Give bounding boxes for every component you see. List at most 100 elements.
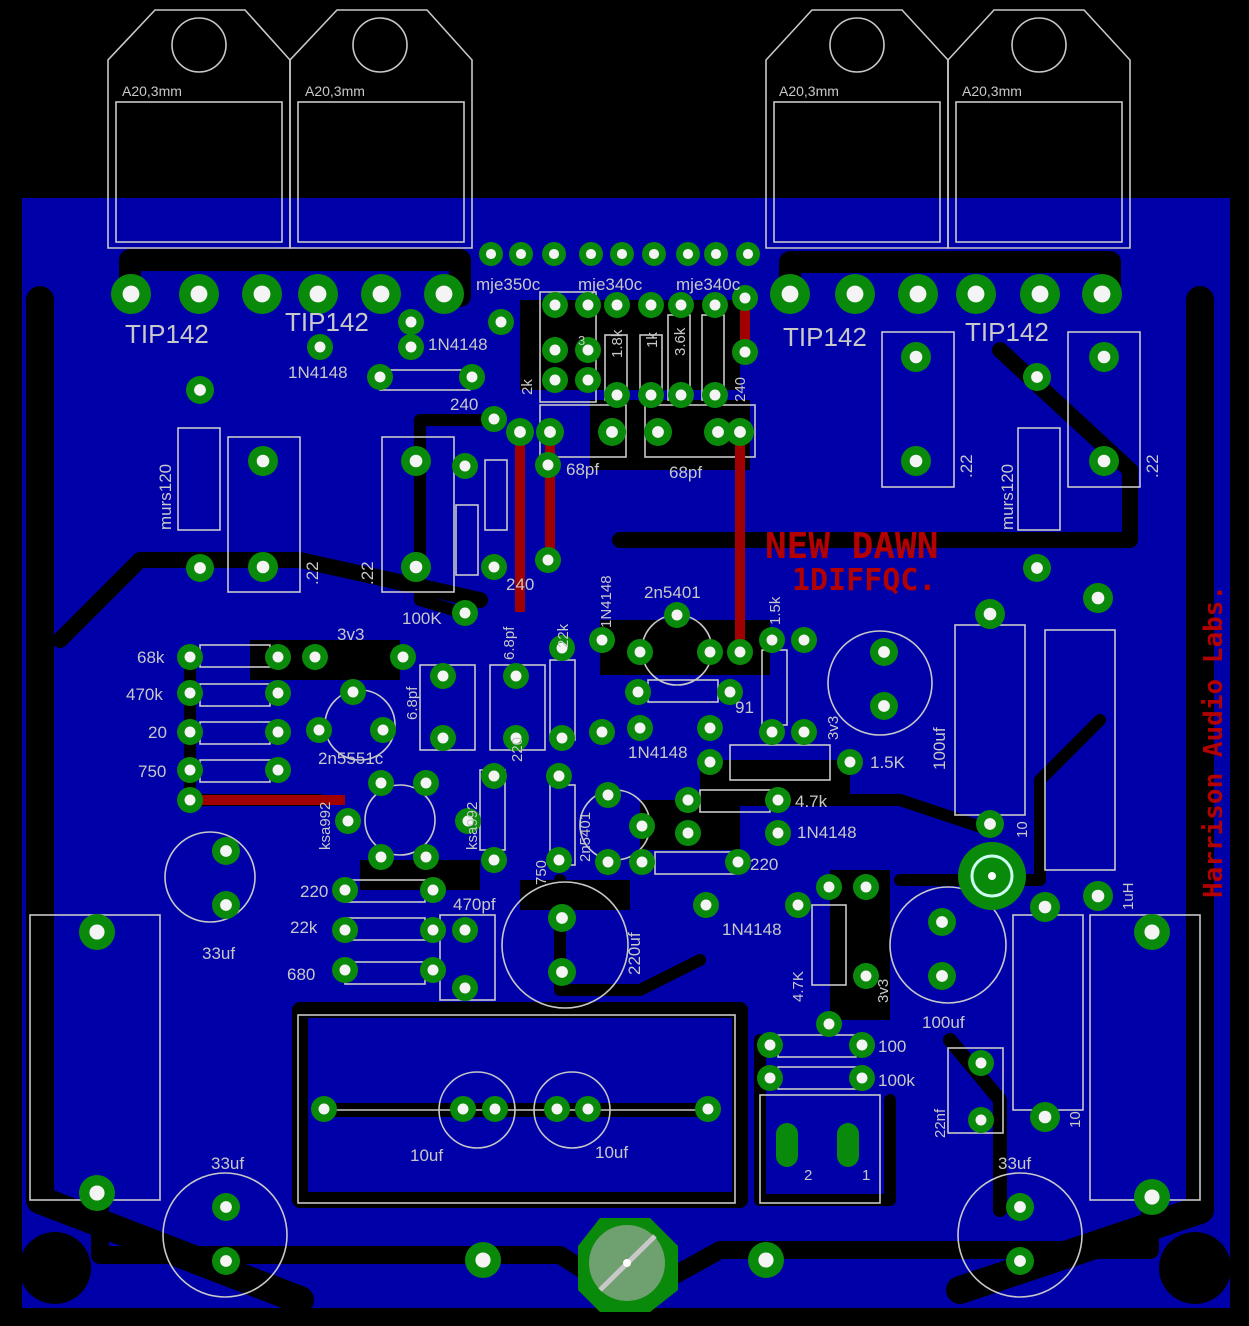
mje340c-label-2: mje340c — [676, 275, 741, 294]
drill-hole — [89, 1185, 105, 1201]
label-33uf-a: 33uf — [202, 944, 235, 963]
drill-hole — [1014, 1201, 1026, 1213]
drill-hole — [582, 344, 594, 356]
drill-hole — [709, 389, 721, 401]
label-10uf-b: 10uf — [595, 1143, 628, 1162]
drill-hole — [648, 248, 660, 260]
drill-hole — [549, 374, 561, 386]
drill-hole — [1038, 900, 1052, 914]
drill-hole — [488, 854, 500, 866]
drill-hole — [682, 248, 694, 260]
drill-hole — [272, 651, 284, 663]
drill-hole — [551, 1103, 563, 1115]
board-title: NEW DAWN — [765, 526, 938, 567]
trimmer-pot — [578, 1218, 678, 1312]
drill-hole — [856, 1039, 868, 1051]
drill-hole — [704, 646, 716, 658]
drill-hole — [194, 562, 206, 574]
drill-hole — [712, 426, 724, 438]
drill-hole — [556, 732, 568, 744]
label-ksa992-b: ksa992 — [464, 802, 481, 850]
drill-hole — [122, 285, 140, 303]
drill-hole — [556, 912, 568, 924]
drill-hole — [549, 299, 561, 311]
drill-hole — [936, 970, 948, 982]
drill-hole — [1093, 285, 1111, 303]
drill-hole — [1031, 371, 1043, 383]
drill-hole — [798, 634, 810, 646]
label-100: 100 — [878, 1037, 906, 1056]
drill-hole — [602, 789, 614, 801]
heatsink-4 — [947, 9, 1131, 249]
drill-hole — [739, 292, 751, 304]
drill-hole — [878, 646, 890, 658]
tip142-label-3: TIP142 — [783, 322, 867, 352]
drill-hole — [184, 651, 196, 663]
drill-hole — [909, 350, 923, 364]
board-subtitle: 1DIFFQC. — [792, 563, 937, 598]
label-1uh: 1uH — [1120, 882, 1137, 910]
drill-hole — [734, 646, 746, 658]
drill-hole — [514, 426, 526, 438]
drill-hole — [253, 285, 271, 303]
drill-hole — [732, 856, 744, 868]
drill-hole — [700, 899, 712, 911]
drill-hole — [488, 770, 500, 782]
drill-hole — [909, 454, 923, 468]
label-1n4148-d: 1N4148 — [628, 743, 688, 762]
drill-hole — [318, 1103, 330, 1115]
terminal-pad — [837, 1123, 859, 1167]
drill-hole — [772, 794, 784, 806]
drill-hole — [636, 856, 648, 868]
label-022-c: .22 — [957, 454, 976, 478]
drill-hole — [936, 916, 948, 928]
label-022-d: .22 — [1143, 454, 1162, 478]
drill-hole — [823, 1018, 835, 1030]
drill-hole — [704, 756, 716, 768]
label-68pf-a: 68pf — [566, 460, 599, 479]
label-470pf: 470pf — [453, 895, 496, 914]
drill-hole — [427, 924, 439, 936]
drill-hole — [909, 285, 927, 303]
label-10uf-a: 10uf — [410, 1146, 443, 1165]
drill-hole — [975, 1057, 987, 1069]
drill-hole — [495, 316, 507, 328]
drill-hole — [1144, 1189, 1160, 1205]
drill-hole — [313, 724, 325, 736]
drill-hole — [758, 1252, 774, 1268]
label-022-a: .22 — [303, 561, 322, 585]
drill-hole — [427, 964, 439, 976]
drill-hole — [582, 374, 594, 386]
drill-hole — [645, 389, 657, 401]
drill-hole — [798, 726, 810, 738]
drill-hole — [1091, 591, 1105, 605]
label-3v3-c: 3v3 — [875, 979, 892, 1003]
drill-hole — [184, 726, 196, 738]
drill-hole — [652, 426, 664, 438]
drill-hole — [457, 1103, 469, 1115]
drill-hole — [427, 884, 439, 896]
drill-hole — [256, 454, 270, 468]
label-3-6k: 3.6k — [672, 327, 689, 356]
drill-hole — [409, 560, 423, 574]
drill-hole — [437, 732, 449, 744]
drill-hole — [766, 634, 778, 646]
label-68pf-b: 68pf — [669, 463, 702, 482]
drill-hole — [636, 820, 648, 832]
label-750-a: 750 — [138, 762, 166, 781]
label-1n4148-f: 1N4148 — [722, 920, 782, 939]
label-33uf-b: 33uf — [211, 1154, 244, 1173]
label-1n4148-c: 1N4148 — [598, 575, 615, 628]
label-10-a: 10 — [1014, 821, 1031, 838]
label-470k: 470k — [126, 685, 163, 704]
label-022-b: .22 — [358, 561, 377, 585]
label-1-8k: 1.8k — [609, 329, 626, 358]
label-3v3-a: 3v3 — [337, 625, 364, 644]
drill-hole — [582, 299, 594, 311]
drill-hole — [596, 726, 608, 738]
drill-hole — [409, 454, 423, 468]
label-ksa992-a: ksa992 — [317, 802, 334, 850]
drill-hole — [844, 756, 856, 768]
drill-hole — [272, 726, 284, 738]
drill-hole — [645, 299, 657, 311]
